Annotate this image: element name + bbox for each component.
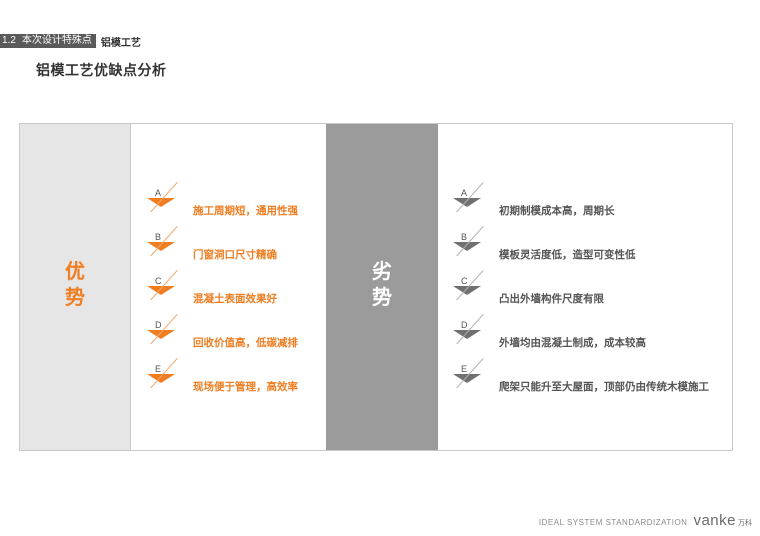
triangle-marker-icon — [147, 330, 175, 339]
advantages-heading-line1: 优 — [65, 261, 85, 283]
advantages-heading: 优 势 — [20, 259, 130, 311]
triangle-marker-icon — [147, 374, 175, 383]
triangle-marker-icon — [453, 330, 481, 339]
advantages-heading-panel: 优 势 — [20, 124, 131, 450]
item-letter: C — [155, 276, 162, 286]
item-letter: D — [461, 320, 468, 330]
advantage-text: 混凝土表面效果好 — [193, 293, 277, 305]
disadvantage-text: 爬架只能升至大屋面，顶部仍由传统木模施工 — [499, 381, 709, 393]
triangle-marker-icon — [147, 198, 175, 207]
item-letter: B — [461, 232, 468, 242]
item-letter: E — [461, 364, 468, 374]
advantages-heading-line2: 势 — [65, 287, 85, 309]
disadvantage-text: 凸出外墙构件尺度有限 — [499, 293, 604, 305]
section-tag: 1.2 本次设计特殊点 铝模工艺 — [0, 34, 141, 49]
advantage-text: 回收价值高，低碳减排 — [193, 337, 298, 349]
disadvantages-heading: 劣 势 — [326, 259, 438, 311]
triangle-marker-icon — [147, 242, 175, 251]
item-letter: E — [155, 364, 162, 374]
advantage-text: 施工周期短，通用性强 — [193, 205, 298, 217]
triangle-marker-icon — [453, 286, 481, 295]
brand-logo: vanke — [693, 512, 736, 529]
footer: IDEAL SYSTEM STANDARDIZATION vanke 万科 — [539, 512, 752, 529]
disadvantage-text: 模板灵活度低，造型可变性低 — [499, 249, 636, 261]
triangle-marker-icon — [147, 286, 175, 295]
item-letter: B — [155, 232, 162, 242]
advantage-text: 门窗洞口尺寸精确 — [193, 249, 277, 261]
disadvantages-heading-line2: 势 — [372, 287, 392, 309]
item-letter: C — [461, 276, 468, 286]
section-number: 1.2 — [0, 34, 18, 48]
page-title: 铝模工艺优缺点分析 — [36, 62, 167, 78]
item-letter: A — [461, 188, 468, 198]
triangle-marker-icon — [453, 198, 481, 207]
item-letter: D — [155, 320, 162, 330]
disadvantage-text: 外墙均由混凝土制成，成本较高 — [499, 337, 646, 349]
disadvantages-heading-panel: 劣 势 — [326, 124, 438, 450]
triangle-marker-icon — [453, 242, 481, 251]
advantage-text: 现场便于管理，高效率 — [193, 381, 298, 393]
section-label: 本次设计特殊点 — [17, 34, 96, 48]
brand-logo-cn: 万科 — [738, 520, 752, 527]
disadvantages-heading-line1: 劣 — [372, 261, 392, 283]
section-sub: 铝模工艺 — [100, 37, 141, 49]
footer-tagline: IDEAL SYSTEM STANDARDIZATION — [538, 518, 688, 527]
comparison-table: 优 势 劣 势 A 施工周期短，通用性强 B 门窗洞口尺寸精确 C 混凝土表面效… — [19, 123, 733, 451]
item-letter: A — [155, 188, 162, 198]
disadvantage-text: 初期制模成本高，周期长 — [499, 205, 615, 217]
triangle-marker-icon — [453, 374, 481, 383]
